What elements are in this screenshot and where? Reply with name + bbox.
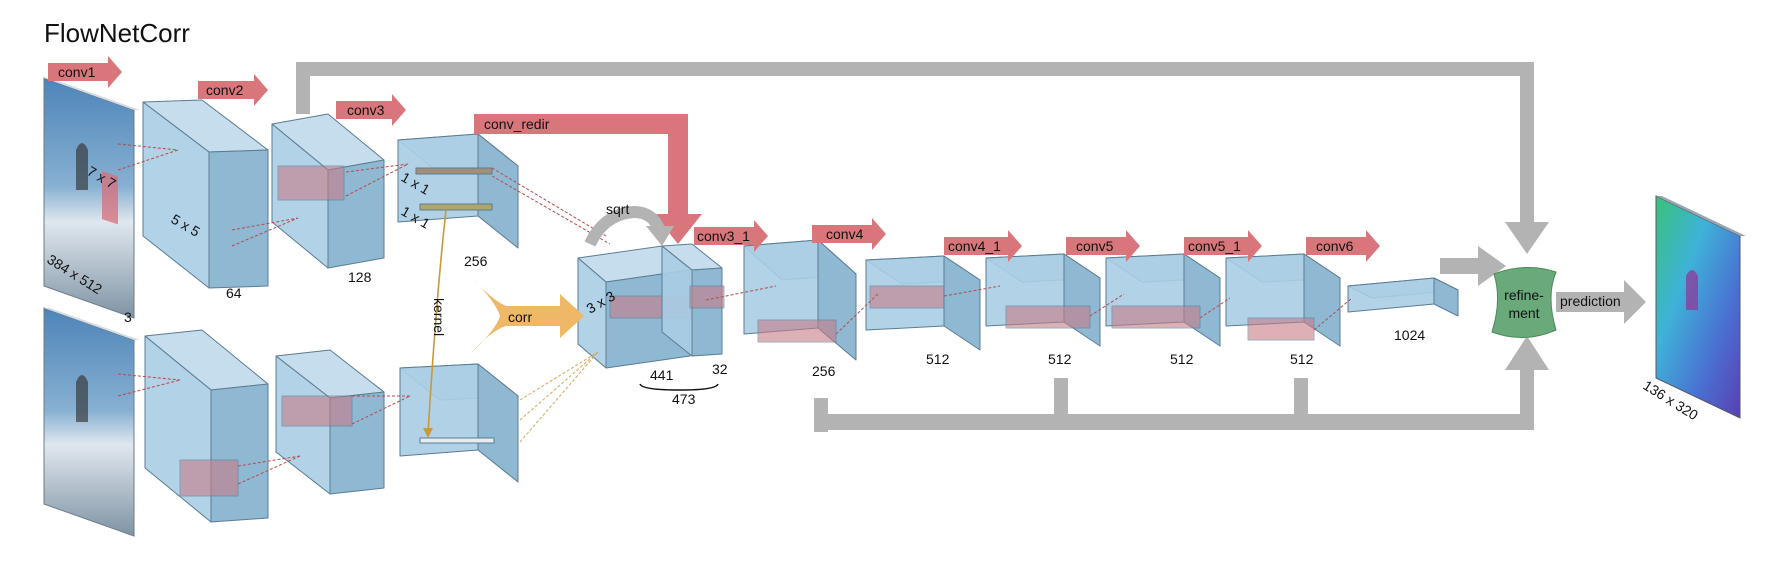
block-conv4 [865, 255, 981, 351]
conv3-top-1x1-b [419, 203, 493, 211]
conv5-patch [1111, 305, 1201, 329]
conv3-arrow [336, 94, 406, 126]
skip-top-drop [1520, 62, 1534, 222]
conv-redir-arrow [474, 114, 702, 244]
receptive-field-lines [117, 143, 1353, 485]
kernel-line [427, 209, 447, 435]
corr-field-lines [519, 351, 599, 443]
flow-chair-icon [1686, 270, 1698, 310]
conv-arrows [48, 56, 1380, 262]
label-c32: 32 [712, 361, 728, 377]
block-conv1-top [142, 99, 269, 289]
conv3-1-patch [757, 319, 837, 343]
chair-icon-top [76, 143, 88, 190]
block-conv2-bottom [275, 349, 385, 495]
label-conv3-1: conv3_1 [697, 228, 750, 244]
conv5-1-arrow [1184, 230, 1262, 262]
label-c512a: 512 [926, 351, 950, 367]
label-corr: corr [508, 309, 532, 325]
conv2-arrow [198, 74, 268, 106]
skip-top-line [296, 62, 1534, 76]
conv4-patch [869, 285, 945, 309]
input-patch-top [102, 171, 118, 225]
conv3-bottom-strip [419, 437, 495, 444]
label-c64: 64 [226, 285, 242, 301]
block-conv4-1 [985, 253, 1101, 347]
brace-473 [639, 383, 719, 391]
label-c256b: 256 [812, 363, 836, 379]
skip-bottom-riser-c [1294, 378, 1308, 422]
conv4-1-arrow [944, 230, 1022, 262]
label-kernel: kernel [431, 298, 447, 336]
skip-bottom-rise [1520, 370, 1534, 430]
label-sqrt: sqrt [606, 201, 629, 217]
label-c256a: 256 [464, 253, 488, 269]
conv1-arrow [48, 56, 122, 88]
conv1-bottom-patch [179, 459, 239, 497]
block-conv3-1 [743, 239, 857, 361]
label-c512b: 512 [1048, 351, 1072, 367]
conv5-arrow [1066, 230, 1140, 262]
conv3-1-arrow [694, 220, 768, 252]
sqrt-arrow [584, 205, 666, 247]
refinement-module [1491, 266, 1557, 339]
label-prediction: prediction [1560, 293, 1621, 309]
conv5-1-patch [1247, 317, 1315, 341]
sqrt-arrowhead [646, 226, 674, 246]
label-c128: 128 [348, 269, 372, 285]
conv3-top-1x1-a [415, 167, 493, 175]
skip-1024-arrowhead [1478, 246, 1506, 286]
block-redir-32 [661, 243, 725, 357]
refinement-label-2: ment [1508, 305, 1539, 321]
prediction-arrow [1556, 280, 1646, 324]
redir-patch [689, 285, 725, 309]
label-conv5: conv5 [1076, 238, 1114, 254]
skip-bottom-riser-b [1054, 378, 1068, 422]
label-conv4-1: conv4_1 [948, 238, 1001, 254]
skip-bottom-line [814, 414, 1534, 430]
block-conv3-bottom [399, 363, 519, 483]
block-conv5 [1105, 253, 1221, 347]
diagram-title: FlowNetCorr [44, 18, 190, 48]
block-conv1-bottom [144, 329, 269, 523]
label-conv1: conv1 [58, 64, 96, 80]
skip-bottom-arrowhead [1505, 336, 1549, 370]
chair-icon-bottom [76, 375, 88, 422]
label-conv5-1: conv5_1 [1188, 238, 1241, 254]
block-conv6 [1347, 277, 1459, 317]
label-conv4: conv4 [826, 226, 864, 242]
label-c512d: 512 [1290, 351, 1314, 367]
block-conv2-top [271, 113, 385, 269]
conv2-top-patch [277, 165, 345, 201]
kernel-arrowhead [423, 428, 433, 438]
skip-1024-line [1440, 258, 1480, 274]
skip-top-arrowhead [1505, 222, 1549, 254]
conv4-arrow [812, 218, 886, 250]
conv4-1-patch [1005, 305, 1091, 329]
label-c473: 473 [672, 391, 696, 407]
label-c441: 441 [650, 367, 674, 383]
label-c512c: 512 [1170, 351, 1194, 367]
block-corr-441 [577, 245, 707, 369]
conv6-arrow [1306, 230, 1380, 262]
blocks [142, 99, 1459, 523]
output-flow-image [1655, 195, 1746, 419]
input-image-bottom [43, 307, 140, 537]
label-conv6: conv6 [1316, 238, 1354, 254]
block-conv3-top [397, 133, 519, 249]
conv2-bottom-patch [281, 395, 353, 427]
label-conv2: conv2 [206, 82, 244, 98]
label-conv3: conv3 [347, 102, 385, 118]
refinement-label-1: refine- [1504, 287, 1544, 303]
skip-connections [296, 62, 1646, 432]
label-input-channels: 3 [124, 309, 132, 325]
corr-arrow [470, 276, 584, 354]
input-image-top [43, 77, 140, 319]
block-conv5-1 [1225, 253, 1341, 347]
label-c1024: 1024 [1394, 327, 1425, 343]
label-conv-redir: conv_redir [484, 116, 550, 132]
arrow-labels: conv1 conv2 conv3 conv_redir conv3_1 con… [58, 64, 1621, 336]
